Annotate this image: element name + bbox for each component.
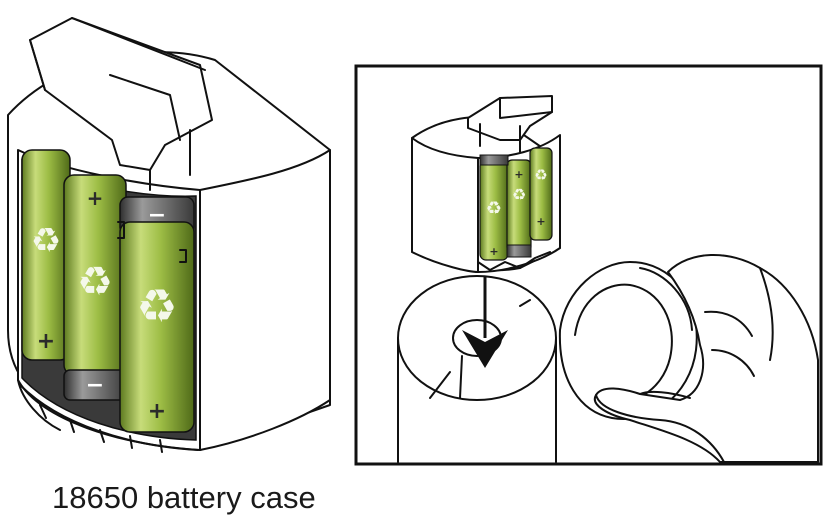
battery-cell-3: − ♻ + — [119, 196, 195, 433]
battery-plus-label: + — [87, 186, 104, 210]
battery-cell-1: ♻ + — [21, 149, 71, 361]
recycle-icon: ♻ — [31, 221, 61, 261]
battery-plus-label: + — [148, 399, 166, 424]
battery-plus-label: + — [37, 329, 55, 354]
battery-case-large: ♻ + + ♻ − − ♻ + — [7, 17, 331, 453]
insertion-diagram-panel: ♻ ♻ ♻ + + + — [354, 64, 823, 466]
recycle-icon: ♻ — [136, 279, 177, 333]
insert-down-arrow — [462, 276, 508, 368]
battery-plus-label: + — [536, 215, 545, 228]
recycle-icon: ♻ — [77, 259, 113, 305]
battery-plus-label: + — [489, 245, 498, 258]
recycle-icon: ♻ — [512, 185, 526, 204]
end-cap-in-hand — [558, 253, 819, 463]
battery-minus-label: − — [86, 373, 104, 398]
figure-caption: 18650 battery case — [52, 480, 316, 515]
battery-minus-label: − — [148, 203, 166, 228]
recycle-icon: ♻ — [534, 166, 547, 184]
battery-plus-label: + — [514, 168, 523, 181]
recycle-icon: ♻ — [486, 198, 502, 219]
battery-cell-2: + ♻ − — [63, 174, 127, 401]
battery-case-small: ♻ ♻ ♻ + + + — [411, 95, 561, 273]
